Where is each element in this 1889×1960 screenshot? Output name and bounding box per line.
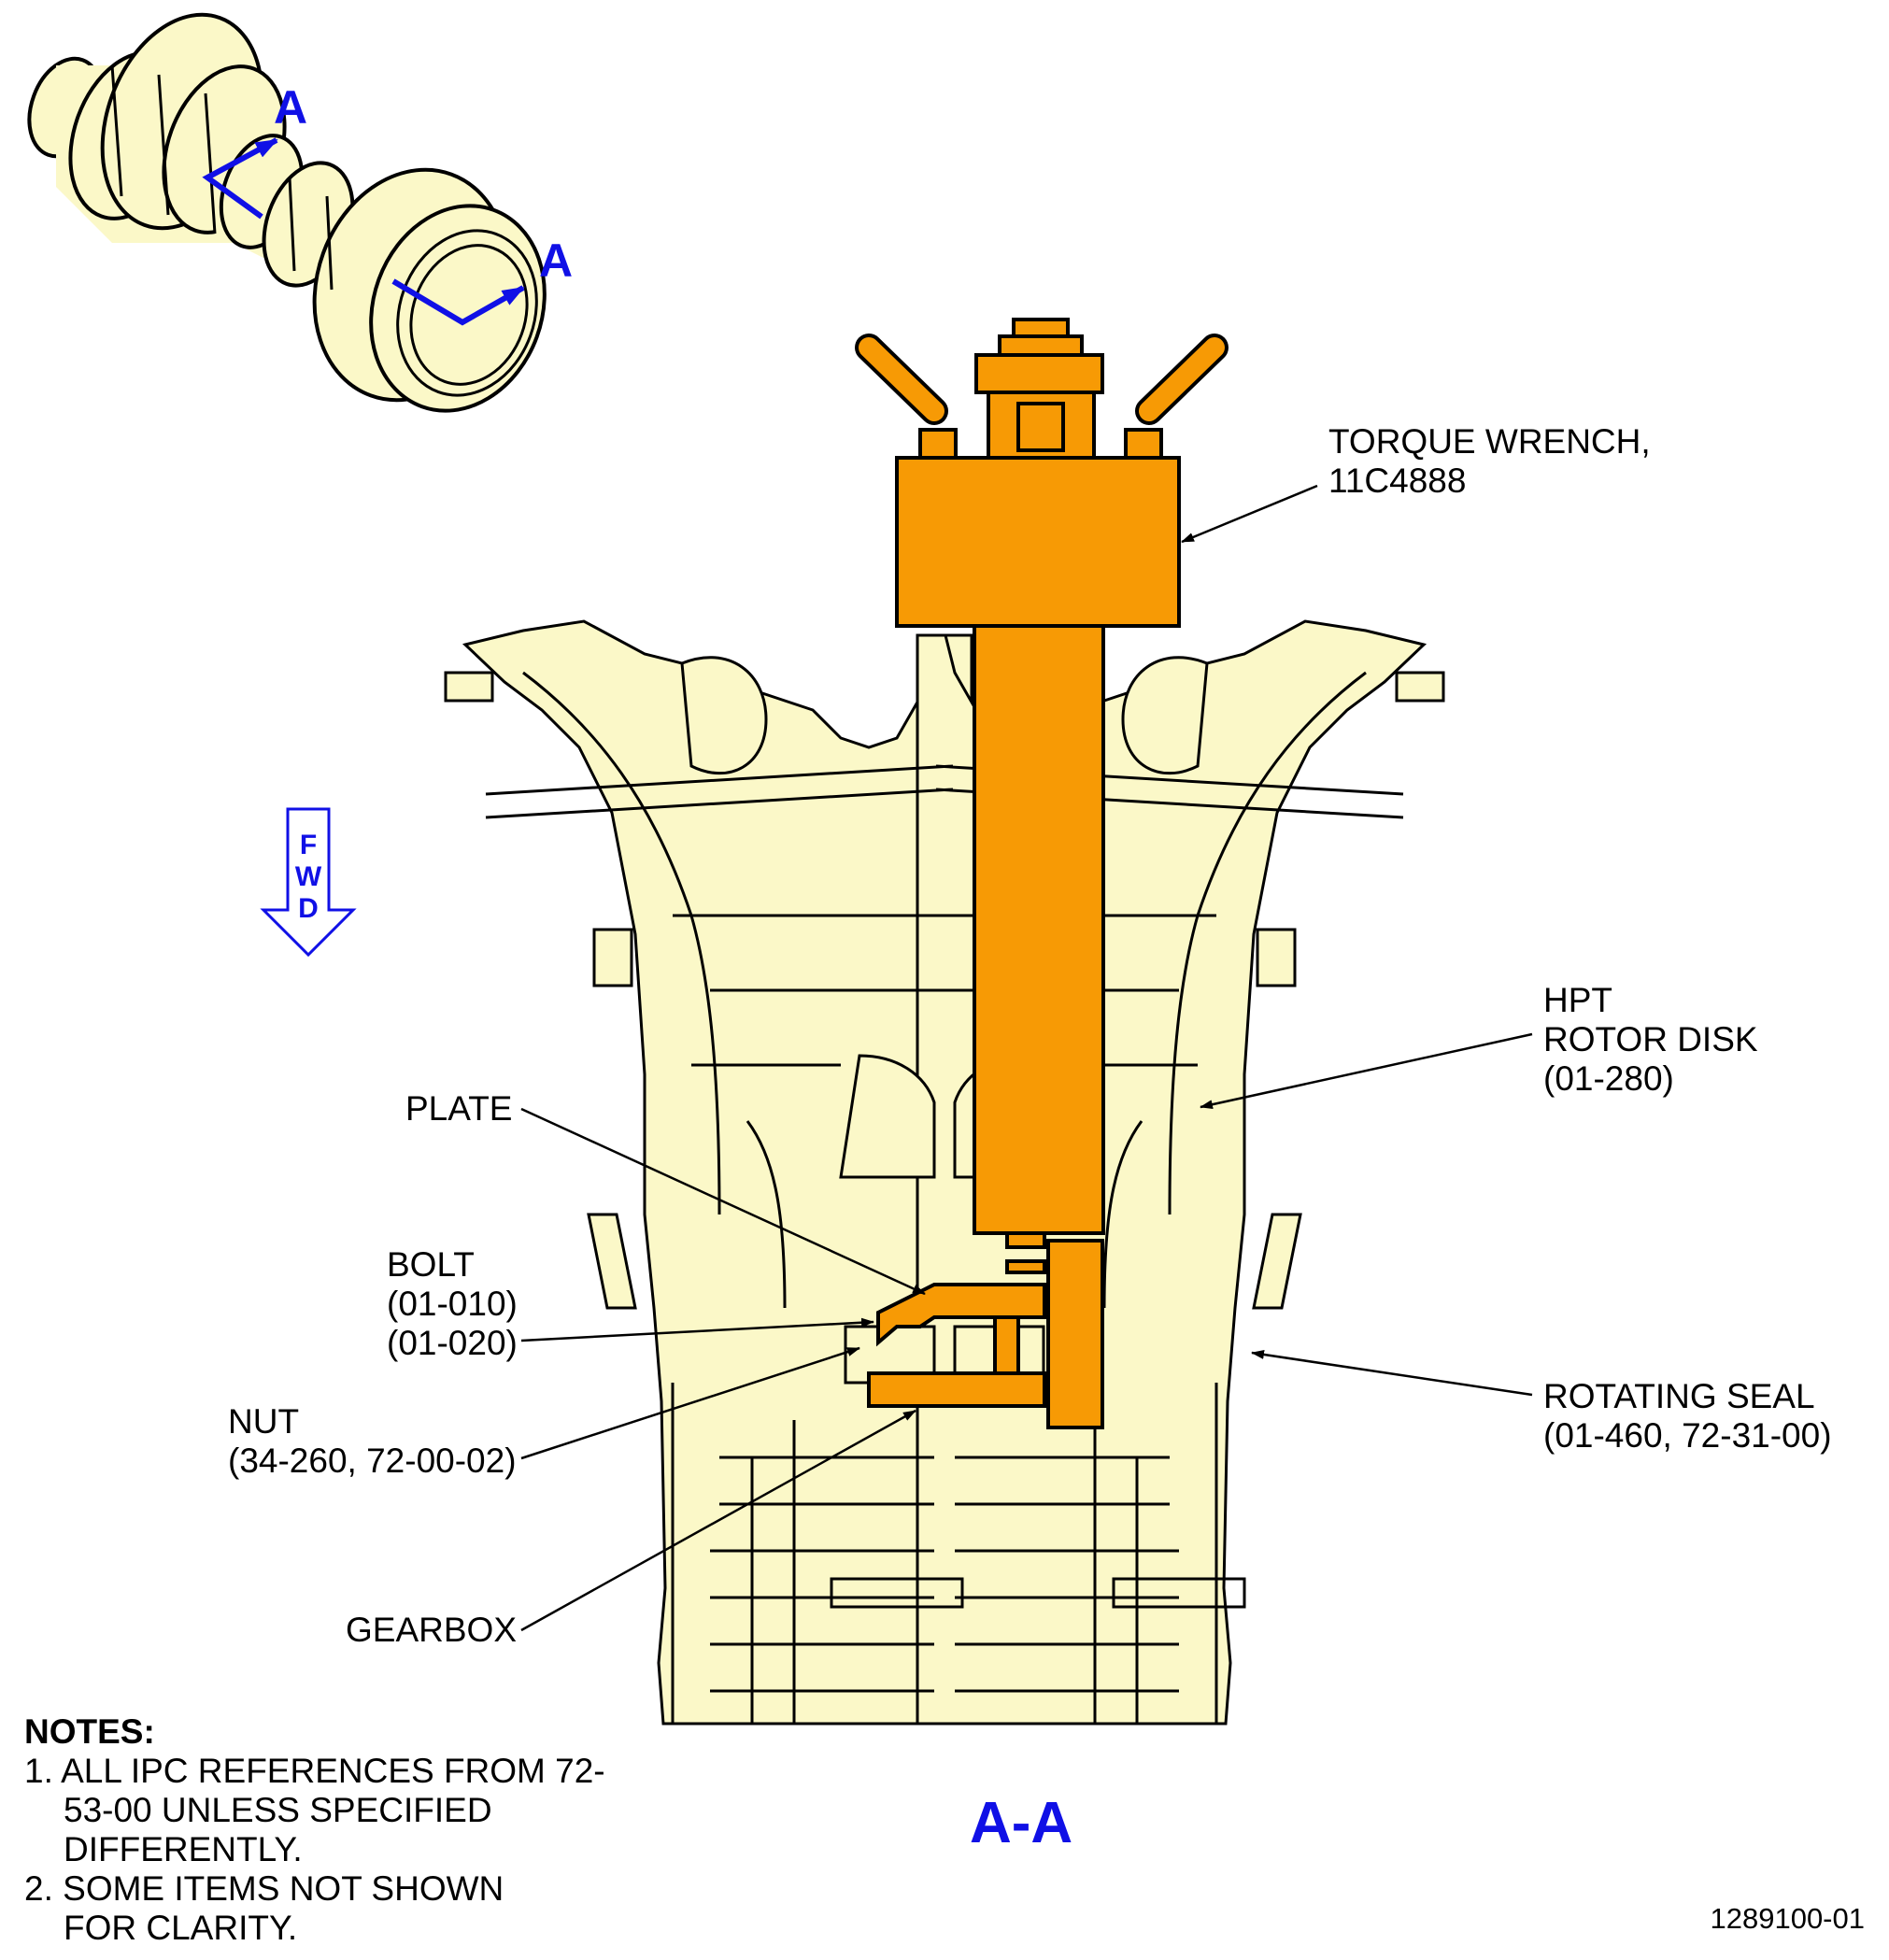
isometric-engine-view	[27, 12, 547, 413]
engine-internal-lines	[485, 671, 1404, 1724]
callout-gearbox: GEARBOX	[346, 1611, 517, 1650]
callout-hpt-line2: ROTOR DISK	[1543, 1020, 1758, 1058]
leader-bolt	[520, 1317, 874, 1342]
torque-wrench-tool	[855, 318, 1229, 1429]
callout-torque-wrench-line2: 11C4888	[1328, 462, 1467, 500]
section-cut-line	[202, 137, 525, 326]
notes-title: NOTES:	[24, 1712, 155, 1751]
figure-number: 1289100-01	[1710, 1902, 1866, 1935]
callout-torque-wrench-line1: TORQUE WRENCH,	[1328, 422, 1651, 461]
leader-nut	[520, 1346, 860, 1460]
callout-rotating-seal-line2: (01-460, 72-31-00)	[1543, 1416, 1832, 1455]
section-letter-a-upper: A	[274, 81, 307, 134]
callout-nut-line1: NUT	[228, 1402, 300, 1441]
leader-plate	[520, 1107, 926, 1296]
note-item-1: 1. ALL IPC REFERENCES FROM 72-53-00 UNLE…	[24, 1752, 605, 1868]
callout-torque-wrench: TORQUE WRENCH, 11C4888	[1328, 422, 1651, 501]
section-letter-a-lower: A	[539, 234, 573, 287]
callout-bolt-line2: (01-010)	[387, 1285, 518, 1323]
callout-hpt-line1: HPT	[1543, 981, 1612, 1019]
leader-rotating-seal	[1251, 1349, 1533, 1397]
fwd-letter-d: D	[298, 893, 319, 924]
notes-block: NOTES: 1. ALL IPC REFERENCES FROM 72-53-…	[24, 1712, 615, 1948]
callout-bolt-line3: (01-020)	[387, 1324, 518, 1362]
fwd-letter-w: W	[294, 861, 322, 892]
section-view-title: A-A	[970, 1791, 1073, 1855]
callout-plate-line1: PLATE	[405, 1089, 513, 1128]
callout-rotating-seal-line1: ROTATING SEAL	[1543, 1377, 1815, 1415]
callout-hpt-rotor-disk: HPT ROTOR DISK (01-280)	[1543, 981, 1758, 1099]
callout-rotating-seal: ROTATING SEAL (01-460, 72-31-00)	[1543, 1377, 1832, 1456]
callout-gearbox-line1: GEARBOX	[346, 1611, 517, 1649]
note-item-2: 2. SOME ITEMS NOT SHOWN FOR CLARITY.	[24, 1869, 504, 1947]
leader-hpt-rotor-disk	[1200, 1032, 1533, 1110]
callout-nut: NUT (34-260, 72-00-02)	[228, 1402, 517, 1481]
fwd-letter-f: F	[299, 830, 318, 860]
callout-bolt-line1: BOLT	[387, 1245, 475, 1284]
leader-lines	[520, 484, 1533, 1632]
leader-torque-wrench	[1181, 484, 1318, 544]
fwd-arrow	[260, 807, 357, 958]
callout-bolt: BOLT (01-010) (01-020)	[387, 1245, 518, 1363]
callout-hpt-line3: (01-280)	[1543, 1059, 1674, 1098]
callout-nut-line2: (34-260, 72-00-02)	[228, 1442, 517, 1480]
leader-gearbox	[520, 1409, 916, 1632]
callout-plate: PLATE	[405, 1089, 512, 1129]
